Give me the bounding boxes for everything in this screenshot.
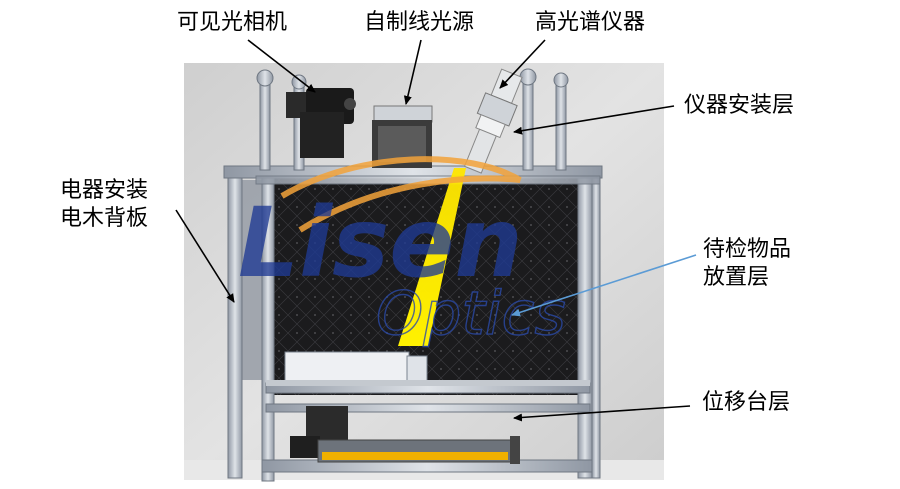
- label-instrument-layer: 仪器安装层: [684, 92, 794, 120]
- sample-layer: [266, 351, 590, 386]
- watermark-main-text: Lisen: [238, 187, 523, 299]
- label-line-light-source: 自制线光源: [364, 9, 474, 37]
- label-hyperspectral-instrument: 高光谱仪器: [535, 9, 645, 37]
- label-instrument-layer-text: 仪器安装层: [684, 93, 795, 118]
- label-backboard-line-1: 电器安装: [60, 178, 149, 203]
- leader-backboard: [175, 209, 235, 303]
- label-stage-layer-text: 位移台层: [702, 390, 791, 415]
- leader-instrument-layer: [513, 105, 675, 135]
- label-backboard-line-2: 电木背板: [60, 206, 149, 231]
- lisen-optics-watermark: Lisen Optics: [238, 156, 566, 350]
- label-hyperspectral-instrument-text: 高光谱仪器: [535, 10, 646, 35]
- translation-stage: [290, 406, 520, 464]
- leader-light-source: [403, 39, 422, 105]
- label-backboard: 电器安装 电木背板: [60, 177, 148, 233]
- leader-lines: [175, 39, 691, 422]
- watermark-sub-text: Optics: [376, 279, 566, 349]
- leader-hyperspectral: [499, 39, 546, 89]
- label-visible-camera-text: 可见光相机: [177, 10, 288, 35]
- leader-stage-layer: [513, 405, 691, 422]
- light-beam: [398, 168, 466, 346]
- label-line-light-source-text: 自制线光源: [364, 10, 475, 35]
- leader-camera: [247, 39, 316, 93]
- label-visible-camera: 可见光相机: [177, 9, 287, 37]
- visible-camera: [286, 88, 356, 158]
- watermark-swoosh: [280, 156, 522, 233]
- label-sample-layer-line-1: 待检物品: [703, 237, 792, 262]
- label-sample-layer-line-2: 放置层: [703, 265, 770, 290]
- label-sample-layer: 待检物品 放置层: [703, 236, 791, 292]
- label-stage-layer: 位移台层: [702, 389, 790, 417]
- leader-sample-layer: [511, 254, 697, 317]
